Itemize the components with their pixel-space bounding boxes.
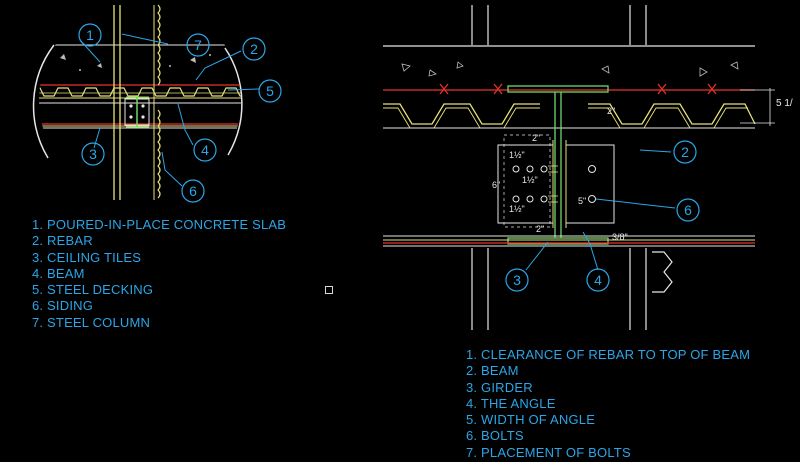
- legend-item: 6. BOLTS: [466, 428, 524, 444]
- callout-label: 2: [681, 144, 689, 160]
- legend-right: 1. CLEARANCE OF REBAR TO TOP OF BEAM 2. …: [466, 347, 750, 461]
- callout-bubble-4: [193, 138, 217, 162]
- callout-bubble-3: [81, 142, 105, 166]
- callout-bubble-2-right: [673, 140, 697, 164]
- dim-edge: 2": [536, 224, 544, 234]
- concrete-aggregate: [60, 54, 211, 71]
- dim-top-gap: 2": [607, 106, 615, 116]
- legend-item: 1. POURED-IN-PLACE CONCRETE SLAB: [32, 217, 287, 232]
- legend-item: 7. PLACEMENT OF BOLTS: [466, 444, 631, 460]
- left-detail: 1 2 3 4 5 6 7: [32, 4, 282, 203]
- detail-circle-left-arc: [32, 44, 55, 159]
- dim-bolt-spacing: 1½": [509, 150, 525, 160]
- legend-item: 2. BEAM: [466, 363, 519, 379]
- callout-bubble-7: [186, 33, 210, 57]
- steel-decking: [383, 103, 756, 125]
- siding: [157, 4, 161, 199]
- callout-bubble-6-right: [676, 198, 700, 222]
- detail-circle-right-arc: [224, 47, 243, 156]
- angle-plate-right: [565, 144, 615, 224]
- callout-bubble-6: [181, 179, 205, 203]
- legend-item: 3. CEILING TILES: [32, 249, 142, 265]
- legend-item: 7. STEEL COLUMN: [32, 314, 151, 330]
- legend-item: 5. WIDTH OF ANGLE: [466, 412, 596, 428]
- legend-item: 6. SIDING: [32, 298, 94, 314]
- dim-slab-depth: 5 1/: [776, 98, 793, 109]
- legend-item: 4. THE ANGLE: [466, 395, 556, 411]
- beam-section: [507, 85, 609, 245]
- callout-label: 3: [89, 146, 97, 162]
- cursor-pickbox[interactable]: [325, 286, 333, 294]
- dim-bolt-spacing: 1½": [509, 204, 525, 214]
- callout-label: 6: [189, 183, 197, 199]
- callout-label: 7: [194, 37, 202, 53]
- callout-bubble-5: [258, 79, 282, 103]
- legend-item: 3. GIRDER: [466, 379, 533, 395]
- callout-label: 1: [86, 27, 94, 43]
- callout-bubble-3-right: [505, 268, 529, 292]
- connection-bolts: [129, 104, 145, 119]
- dim-angle-width: 5": [578, 196, 586, 206]
- dim-angle-thk: 3/8": [612, 232, 628, 242]
- callout-label: 4: [594, 272, 602, 288]
- siding-bracket: [652, 251, 673, 293]
- callout-bubble-2: [242, 37, 266, 61]
- steel-decking: [39, 87, 241, 97]
- callout-leaders-right: [525, 149, 676, 271]
- legend-item: 1. CLEARANCE OF REBAR TO TOP OF BEAM: [466, 347, 751, 362]
- right-detail: 5 1/ 2": [383, 5, 793, 330]
- legend-item: 5. STEEL DECKING: [32, 282, 154, 298]
- dim-plate-width: 6": [492, 180, 500, 190]
- legend-left: 1. POURED-IN-PLACE CONCRETE SLAB 2. REBA…: [32, 217, 286, 331]
- callout-bubble-1: [78, 23, 102, 47]
- callout-label: 5: [266, 83, 274, 99]
- bolt-group: [512, 165, 596, 203]
- dim-bolt-spacing: 1½": [522, 175, 538, 185]
- rebar-marks: [439, 83, 717, 95]
- legend-item: 4. BEAM: [32, 265, 85, 281]
- callout-leaders-left: [79, 33, 260, 187]
- callout-bubble-4-right: [586, 268, 610, 292]
- callout-label: 2: [250, 41, 258, 57]
- legend-item: 2. REBAR: [32, 233, 93, 249]
- callout-label: 4: [201, 142, 209, 158]
- dim-side-gap: 2": [532, 133, 540, 143]
- concrete-aggregate: [401, 61, 739, 77]
- callout-label: 6: [684, 202, 692, 218]
- callout-label: 3: [513, 272, 521, 288]
